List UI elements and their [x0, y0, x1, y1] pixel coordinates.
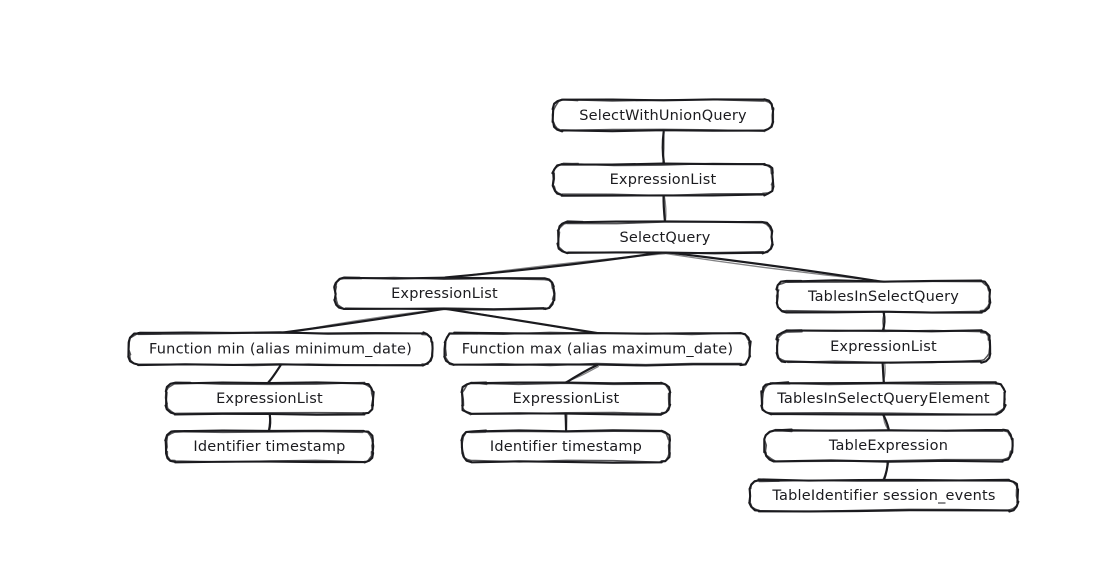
node-tablesinselectquery[interactable]: TablesInSelectQuery — [775, 279, 992, 314]
edge-selectwithunionquery-to-expressionlist — [661, 130, 665, 165]
edge-tablesinselectquery-to-expressionlist — [881, 311, 886, 333]
edge-tablesinselectqueryelement-to-tableexpression — [881, 412, 890, 431]
node-expressionlist[interactable]: ExpressionList — [775, 329, 992, 364]
node-selectwithunionquery[interactable]: SelectWithUnionQuery — [551, 98, 775, 133]
node-label: ExpressionList — [216, 391, 323, 407]
edges-layer — [267, 130, 890, 483]
node-identifier-timestamp[interactable]: Identifier timestamp — [460, 429, 671, 464]
node-expressionlist[interactable]: ExpressionList — [333, 276, 556, 311]
node-box-sketch-overlay — [556, 220, 774, 254]
node-label: Function max (alias maximum_date) — [462, 342, 733, 358]
node-box-sketch-overlay — [775, 280, 992, 313]
node-identifier-timestamp[interactable]: Identifier timestamp — [164, 429, 375, 464]
node-function-max-alias-maximum-date[interactable]: Function max (alias maximum_date) — [443, 331, 752, 367]
node-expressionlist[interactable]: ExpressionList — [164, 381, 375, 416]
node-box-sketch-overlay — [460, 430, 671, 463]
node-expressionlist[interactable]: ExpressionList — [460, 381, 672, 416]
node-box-sketch-overlay — [552, 162, 774, 197]
node-box-sketch-overlay — [763, 428, 1014, 463]
node-label: TablesInSelectQueryElement — [776, 391, 990, 407]
node-box-sketch-overlay — [748, 479, 1019, 513]
node-label: TableExpression — [828, 438, 948, 454]
edge-tableexpression-to-tableidentifier-session-events — [882, 460, 890, 483]
edge-expressionlist-to-selectquery — [662, 193, 667, 223]
node-selectquery[interactable]: SelectQuery — [556, 220, 774, 255]
edge-expressionlist-to-function-min-alias-minimum-date — [278, 307, 446, 336]
node-tablesinselectqueryelement[interactable]: TablesInSelectQueryElement — [760, 381, 1007, 416]
node-label: TablesInSelectQuery — [807, 289, 959, 305]
node-label: Function min (alias minimum_date) — [149, 342, 412, 358]
edge-selectquery-to-expressionlist — [442, 250, 666, 280]
edge-expressionlist-to-tablesinselectqueryelement — [881, 361, 886, 384]
node-expressionlist[interactable]: ExpressionList — [551, 162, 775, 197]
nodes-layer: SelectWithUnionQueryExpressionListSelect… — [127, 98, 1020, 513]
node-box-sketch-overlay — [551, 98, 775, 133]
node-label: Identifier timestamp — [490, 439, 642, 455]
node-function-min-alias-minimum-date[interactable]: Function min (alias minimum_date) — [127, 331, 434, 367]
node-box-sketch-overlay — [334, 276, 555, 311]
node-tableexpression[interactable]: TableExpression — [763, 428, 1014, 463]
node-label: ExpressionList — [830, 339, 937, 355]
node-box-sketch-overlay — [128, 331, 434, 367]
node-label: Identifier timestamp — [193, 439, 345, 455]
node-box-sketch-overlay — [461, 381, 672, 416]
node-box-sketch-overlay — [775, 329, 991, 364]
edge-selectquery-to-tablesinselectquery — [663, 250, 885, 284]
edge-expressionlist-to-identifier-timestamp — [267, 412, 272, 432]
edge-function-max-alias-maximum-date-to-expressionlist — [564, 363, 599, 385]
node-box-sketch-overlay — [444, 331, 752, 367]
node-label: ExpressionList — [513, 391, 620, 407]
node-label: ExpressionList — [391, 286, 498, 302]
node-label: SelectQuery — [620, 230, 711, 246]
node-box-sketch-overlay — [761, 382, 1006, 416]
node-box-sketch-overlay — [164, 430, 375, 463]
edge-expressionlist-to-function-max-alias-maximum-date — [443, 307, 599, 336]
node-label: SelectWithUnionQuery — [579, 108, 747, 124]
node-label: ExpressionList — [610, 172, 717, 188]
node-label: TableIdentifier session_events — [771, 488, 995, 504]
edge-function-min-alias-minimum-date-to-expressionlist — [267, 362, 283, 384]
edge-expressionlist-to-identifier-timestamp — [564, 412, 568, 433]
node-box-sketch-overlay — [164, 381, 375, 415]
node-tableidentifier-session-events[interactable]: TableIdentifier session_events — [748, 478, 1020, 513]
